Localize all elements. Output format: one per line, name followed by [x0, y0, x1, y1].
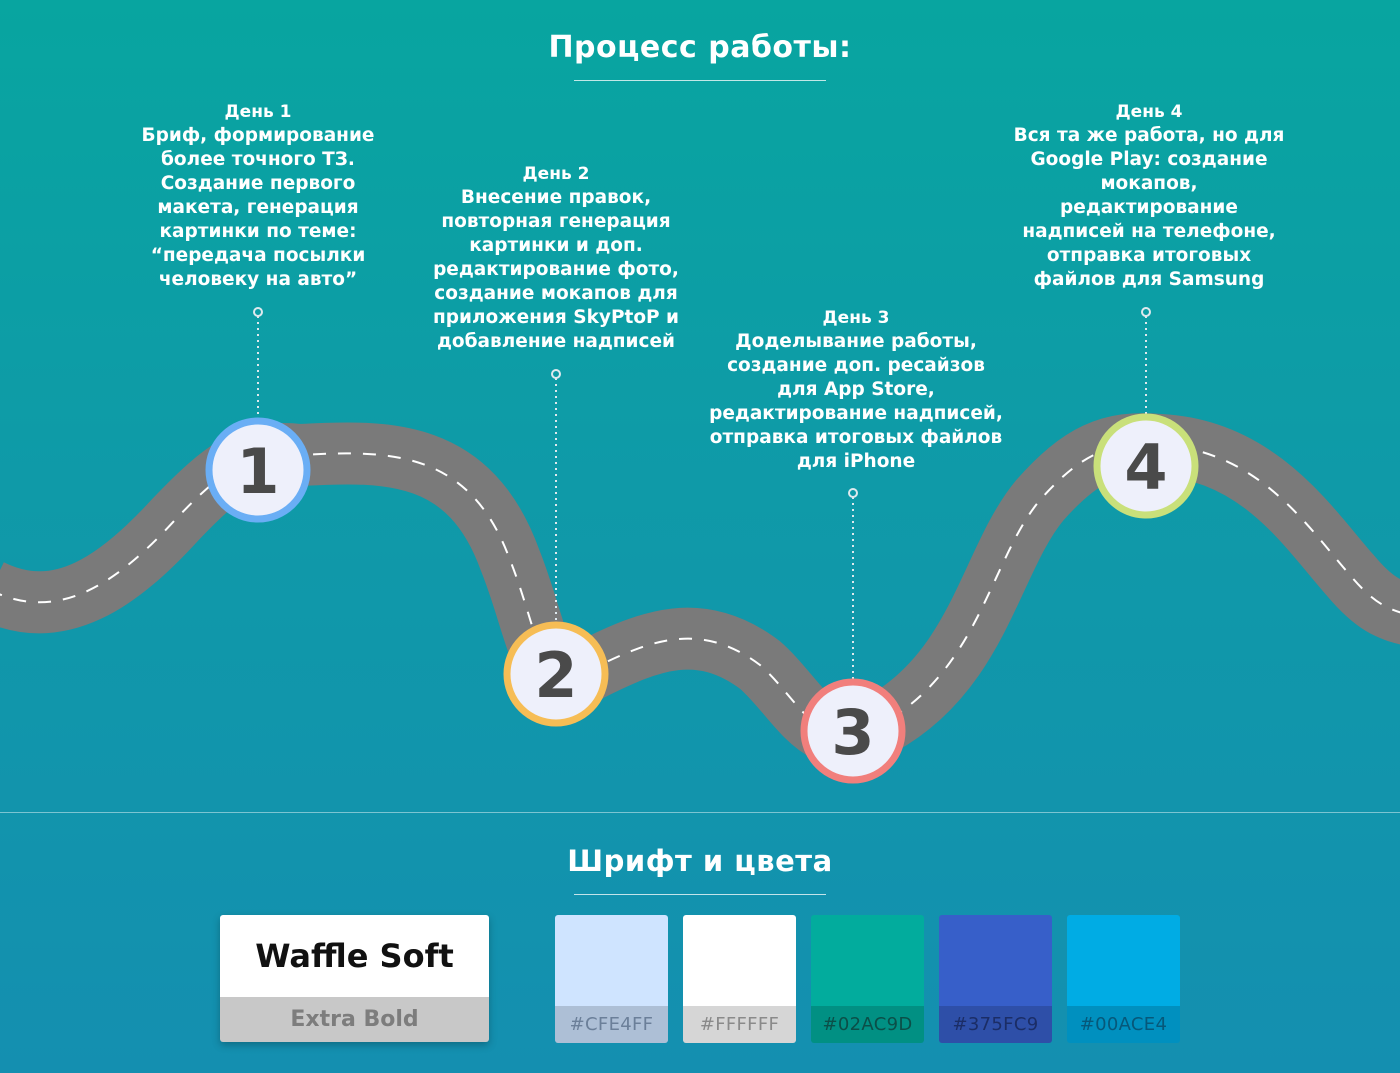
font-card: Waffle Soft Extra Bold	[220, 915, 489, 1042]
milestone-1-number: 1	[236, 435, 279, 508]
day-3-block: День 3 Доделывание работы, создание доп.…	[704, 306, 1008, 474]
milestone-3: 3	[800, 678, 906, 784]
color-code-2: #FFFFFF	[683, 1006, 796, 1043]
milestone-2-circle	[503, 621, 609, 727]
fonts-colors-title-underline	[574, 894, 826, 895]
color-swatch-1: #CFE4FF	[555, 915, 668, 1043]
connector-dot-1	[253, 307, 263, 317]
connector-dot-3	[848, 488, 858, 498]
day-2-title: День 2	[522, 164, 590, 184]
color-code-1: #CFE4FF	[555, 1006, 668, 1043]
day-3-title: День 3	[822, 308, 890, 328]
milestone-4-circle	[1093, 413, 1199, 519]
milestone-1-circle	[205, 417, 311, 523]
milestone-2-number: 2	[534, 639, 577, 712]
color-swatch-4: #375FC9	[939, 915, 1052, 1043]
connector-dot-4	[1141, 307, 1151, 317]
milestone-1: 1	[205, 417, 311, 523]
section-divider	[0, 812, 1400, 813]
day-1-text: Бриф, формирование более точного ТЗ. Соз…	[141, 125, 375, 290]
color-code-5: #00ACE4	[1067, 1006, 1180, 1043]
font-name: Waffle Soft	[220, 915, 489, 997]
color-code-3: #02AC9D	[811, 1006, 924, 1043]
day-4-text: Вся та же работа, но для Google Play: со…	[1013, 125, 1285, 290]
milestone-4-number: 4	[1124, 431, 1167, 504]
milestone-4: 4	[1093, 413, 1199, 519]
fonts-colors-title: Шрифт и цвета	[567, 844, 833, 878]
day-2-text: Внесение правок, повторная генерация кар…	[432, 187, 680, 352]
process-title: Процесс работы:	[548, 30, 852, 65]
color-swatch-2: #FFFFFF	[683, 915, 796, 1043]
road-centerline	[0, 443, 1400, 737]
milestone-3-number: 3	[831, 696, 874, 769]
color-code-4: #375FC9	[939, 1006, 1052, 1043]
milestone-2: 2	[503, 621, 609, 727]
road-diagram: 1 2 3 4	[0, 307, 1400, 784]
font-weight: Extra Bold	[220, 997, 489, 1042]
milestone-3-circle	[800, 678, 906, 784]
day-4-title: День 4	[1115, 102, 1183, 122]
process-title-underline	[574, 80, 826, 81]
day-3-text: Доделывание работы, создание доп. ресайз…	[709, 331, 1003, 472]
day-2-block: День 2 Внесение правок, повторная генера…	[421, 162, 691, 354]
connector-dot-2	[551, 369, 561, 379]
day-4-block: День 4 Вся та же работа, но для Google P…	[1009, 100, 1289, 292]
color-swatch-3: #02AC9D	[811, 915, 924, 1043]
color-swatch-5: #00ACE4	[1067, 915, 1180, 1043]
day-1-title: День 1	[224, 102, 292, 122]
day-1-block: День 1 Бриф, формирование более точного …	[118, 100, 398, 292]
